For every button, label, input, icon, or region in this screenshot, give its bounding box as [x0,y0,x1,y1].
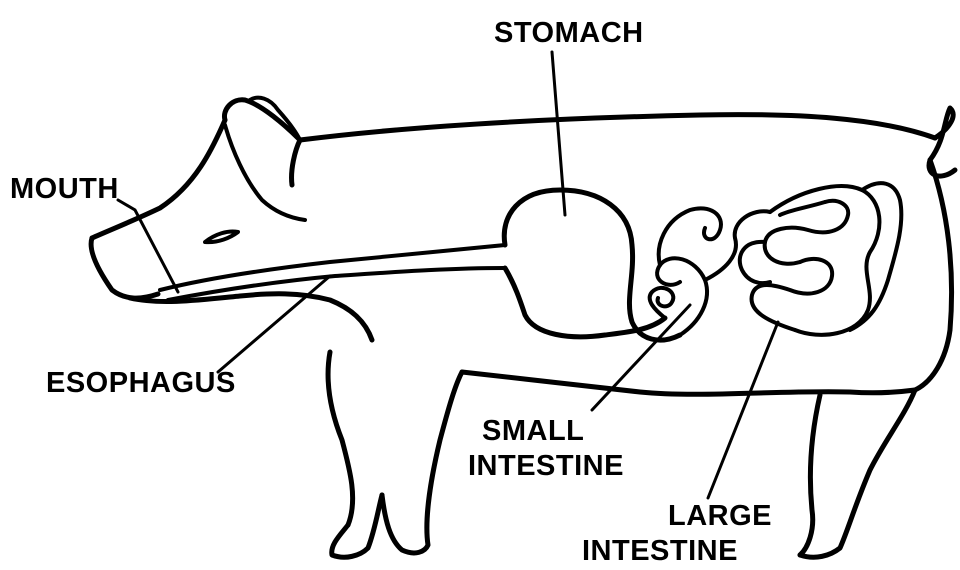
pig-front-leg-right [382,372,462,553]
pig-ear [224,100,300,185]
pig-snout [91,238,158,298]
esophagus-label: ESOPHAGUS [46,367,236,399]
large-intestine-inner-1 [752,259,833,330]
small-intestine-label-line-2: INTESTINE [468,450,624,482]
pig-hind-leg-left [800,395,820,555]
large-intestine-inner-2 [765,201,849,264]
pig-rump [915,160,952,390]
pig-back [300,115,935,140]
leader-lines [118,52,778,498]
large-intestine-label-line-1: LARGE [668,500,772,532]
pig-belly [462,372,915,394]
small-intestine-coil [650,288,674,318]
pig-eye [205,231,238,242]
small-intestine-label-line-1: SMALL [482,415,584,447]
pig-chest [328,352,353,525]
pig-front-leg-left [332,495,382,557]
small-intestine-loop-1 [657,258,707,335]
stomach-lower [505,268,665,337]
mouth-label: MOUTH [10,173,119,205]
large-intestine-label-line-2: INTESTINE [582,535,738,567]
esophagus-tube-lower [168,268,505,300]
small-intestine-loop-3 [705,211,770,280]
small-intestine-loop-2 [659,208,721,265]
pig-outline [91,98,955,558]
labels: STOMACH MOUTH ESOPHAGUS SMALL INTESTINE … [10,17,772,567]
stomach-shape [504,190,680,340]
stomach-label: STOMACH [494,17,644,49]
large-intestine-leader [708,322,778,498]
